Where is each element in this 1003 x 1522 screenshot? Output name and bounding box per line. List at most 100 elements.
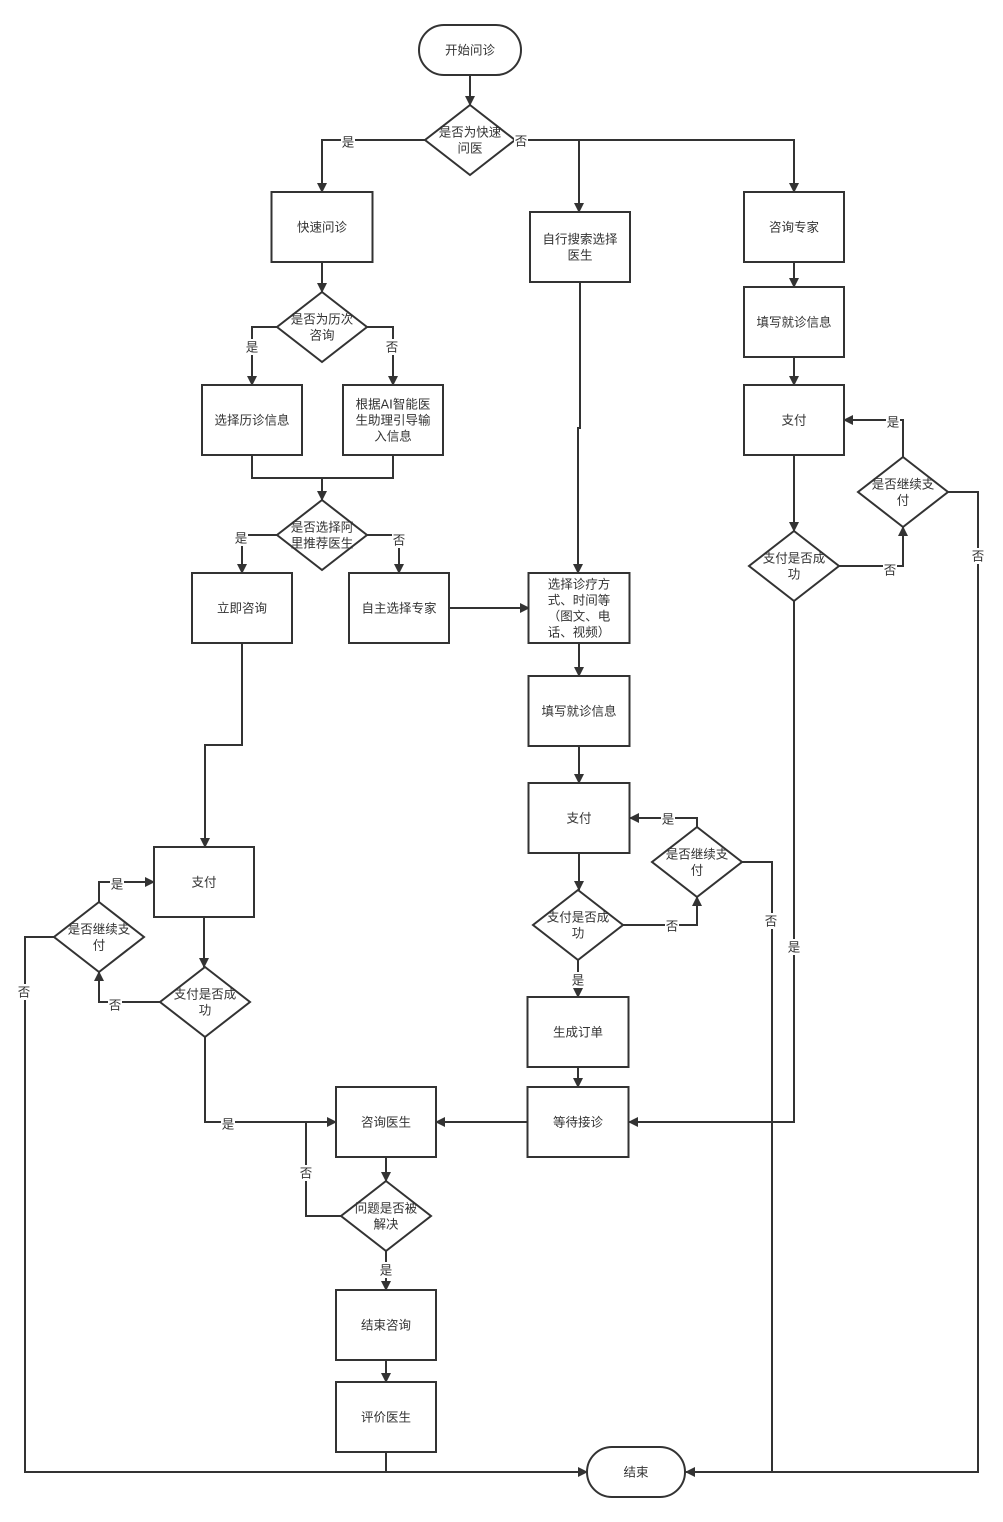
edge-label-solved-yes: 是 <box>379 1262 393 1278</box>
node-pay-left: 支付 <box>153 846 255 918</box>
edge-label-history-no: 否 <box>385 339 399 355</box>
edge-label-text: 否 <box>109 998 122 1013</box>
node-end-consult: 结束咨询 <box>335 1289 437 1361</box>
flow-connector <box>98 877 155 902</box>
decision-diamond <box>275 498 369 572</box>
decision-diamond <box>531 888 625 962</box>
node-label: 入信息 <box>374 429 412 444</box>
node-label: 选择历诊信息 <box>214 413 289 428</box>
node-label: 医生 <box>567 248 592 263</box>
process-box <box>743 191 845 263</box>
flow-connector <box>247 326 277 386</box>
node-label: 支付是否成 <box>547 910 610 925</box>
edge-label-quick-no: 否 <box>514 133 528 149</box>
edge-label-text: 是 <box>788 940 801 955</box>
process-box <box>348 572 450 644</box>
terminal-shape <box>586 1446 686 1498</box>
node-end: 结束 <box>586 1446 686 1498</box>
node-label: 话、视频） <box>548 625 611 640</box>
node-expert: 咨询专家 <box>743 191 845 263</box>
flow-connector <box>317 139 425 193</box>
flow-connector <box>367 326 398 386</box>
node-label: 等待接诊 <box>553 1115 604 1130</box>
node-label: 咨询医生 <box>361 1115 411 1130</box>
node-label: 支付是否成 <box>174 987 237 1002</box>
edge-label-text: 否 <box>18 985 31 1000</box>
node-fill-right: 填写就诊信息 <box>743 286 845 358</box>
node-label: 是否选择阿 <box>291 520 354 535</box>
edge-label-text: 是 <box>246 340 259 355</box>
node-label: 自主选择专家 <box>361 601 437 616</box>
node-now: 立即咨询 <box>191 572 293 644</box>
node-label: 功 <box>199 1003 212 1018</box>
node-label: 支付 <box>191 875 216 890</box>
node-label: 填写就诊信息 <box>541 704 616 719</box>
process-box <box>529 211 631 283</box>
decision-diamond <box>52 900 146 974</box>
process-box <box>526 1086 630 1158</box>
flow-connector <box>305 1122 341 1217</box>
edge-label-text: 否 <box>386 340 399 355</box>
edge-label-text: 是 <box>235 531 248 546</box>
node-label: 支付是否成 <box>763 551 826 566</box>
edge-label-cont-right-yes: 是 <box>886 414 900 430</box>
node-label: 是否为历次 <box>291 312 354 327</box>
edge-label-history-yes: 是 <box>245 339 259 355</box>
flow-connector <box>685 491 979 1477</box>
edge-label-paid-left-no: 否 <box>108 997 122 1013</box>
edge-label-text: 否 <box>884 563 897 578</box>
node-label: 选择诊疗方 <box>548 577 611 592</box>
flow-connector <box>629 813 698 827</box>
node-self-select: 自主选择专家 <box>348 572 450 644</box>
edge-label-text: 否 <box>972 549 985 564</box>
edge-label-paid-right-yes: 是 <box>787 939 801 955</box>
process-box <box>743 286 845 358</box>
node-label: 问题是否被 <box>355 1201 418 1216</box>
flow-connector <box>204 1037 337 1127</box>
edge-label-cont-mid-yes: 是 <box>661 811 675 827</box>
edge-label-text: 是 <box>572 973 585 988</box>
flow-connector <box>742 861 773 1472</box>
edge-label-text: 是 <box>887 415 900 430</box>
process-box <box>153 846 255 918</box>
node-label: 付 <box>93 938 106 953</box>
node-label: 根据AI智能医 <box>356 397 431 412</box>
edge-label-recommend-no: 否 <box>392 532 406 548</box>
flow-connector <box>200 643 243 848</box>
process-box <box>201 384 303 456</box>
node-label: 付 <box>897 493 910 508</box>
terminal-shape <box>418 24 522 76</box>
edge-label-paid-right-no: 否 <box>883 562 897 578</box>
node-start: 开始问诊 <box>418 24 522 76</box>
node-label: 支付 <box>566 811 591 826</box>
flow-connector <box>623 896 702 926</box>
node-label: 是否为快速 <box>439 125 502 140</box>
process-box <box>335 1289 437 1361</box>
flow-connector <box>843 415 904 457</box>
process-box <box>743 384 845 456</box>
node-consult: 咨询医生 <box>335 1086 437 1158</box>
node-quick: 快速问诊 <box>270 191 374 263</box>
edge-label-paid-left-yes: 是 <box>221 1116 235 1132</box>
decision-diamond <box>423 103 517 177</box>
edge-label-cont-right-no: 否 <box>971 548 985 564</box>
edge-label-paid-mid-no: 否 <box>665 918 679 934</box>
edge-label-cont-left-yes: 是 <box>110 876 124 892</box>
node-label: 是否继续支 <box>872 477 935 492</box>
node-pay-right: 支付 <box>743 384 845 456</box>
node-label: 评价医生 <box>361 1410 411 1425</box>
node-label: 是否继续支 <box>68 922 131 937</box>
decision-diamond <box>650 825 744 899</box>
node-label: 付 <box>691 863 704 878</box>
process-box <box>270 191 374 263</box>
node-label: 是否继续支 <box>666 847 729 862</box>
